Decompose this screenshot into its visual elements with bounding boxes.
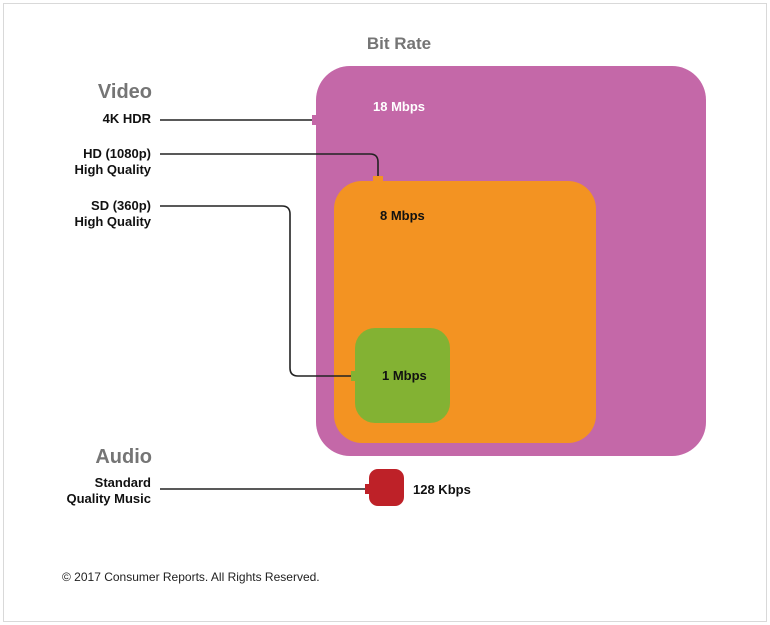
label-hd-1080p: HD (1080p) High Quality (74, 146, 151, 177)
copyright-notice: © 2017 Consumer Reports. All Rights Rese… (62, 570, 320, 584)
audio-heading: Audio (95, 446, 152, 468)
box-sd-360p (355, 328, 450, 423)
label-audio-standard: Standard Quality Music (66, 475, 151, 506)
video-heading: Video (97, 81, 152, 103)
diagram-title: Bit Rate (366, 34, 432, 53)
label-sd-360p: SD (360p) High Quality (74, 198, 151, 229)
rate-hd-1080p: 8 Mbps (380, 208, 425, 223)
label-4k-hdr: 4K HDR (102, 111, 151, 126)
box-audio-standard (369, 469, 404, 506)
rate-sd-360p: 1 Mbps (382, 368, 427, 383)
rate-4k-hdr: 18 Mbps (373, 99, 426, 114)
rate-audio-standard: 128 Kbps (413, 482, 471, 497)
